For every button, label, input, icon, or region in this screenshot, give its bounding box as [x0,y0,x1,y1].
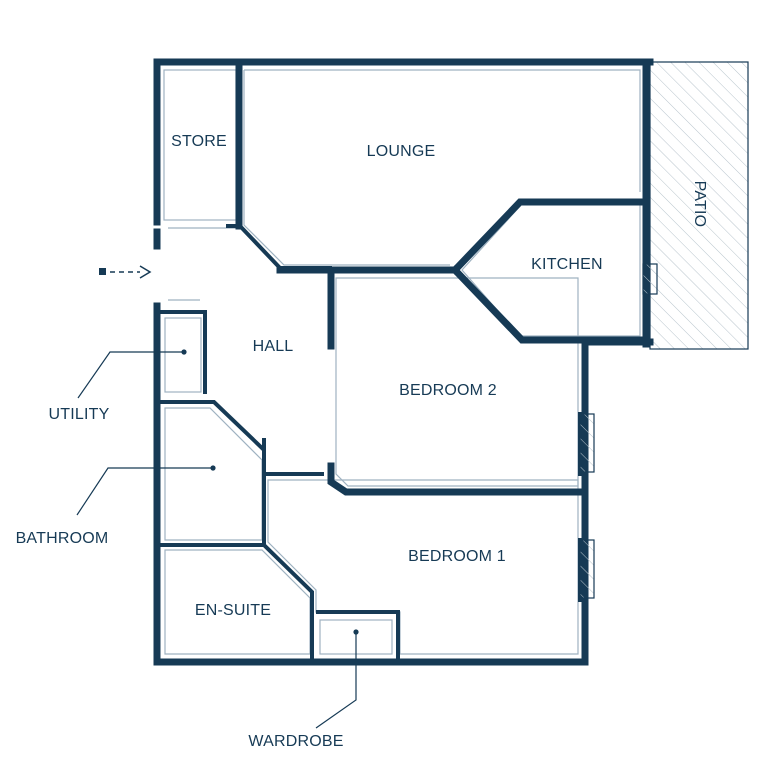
callout-wardrobe: WARDROBE [248,629,359,750]
callout-label-bathroom: BATHROOM [16,530,109,547]
windows [579,263,658,599]
room-label-bedroom-1: BEDROOM 1 [408,548,506,565]
callout-utility: UTILITY [49,349,187,423]
callout-label-wardrobe: WARDROBE [248,733,343,750]
dashed-arrow-right-icon [99,265,152,279]
room-label-hall: HALL [253,338,294,355]
room-label-lounge: LOUNGE [367,143,436,160]
callout-bathroom: BATHROOM [16,465,216,547]
room-label-store: STORE [171,133,227,150]
patio-area [649,61,749,350]
room-label-en-suite: EN-SUITE [195,602,271,619]
room-label-patio: PATIO [691,181,708,228]
room-label-bedroom-2: BEDROOM 2 [399,382,497,399]
room-label-kitchen: KITCHEN [531,256,603,273]
callout-label-utility: UTILITY [49,406,110,423]
